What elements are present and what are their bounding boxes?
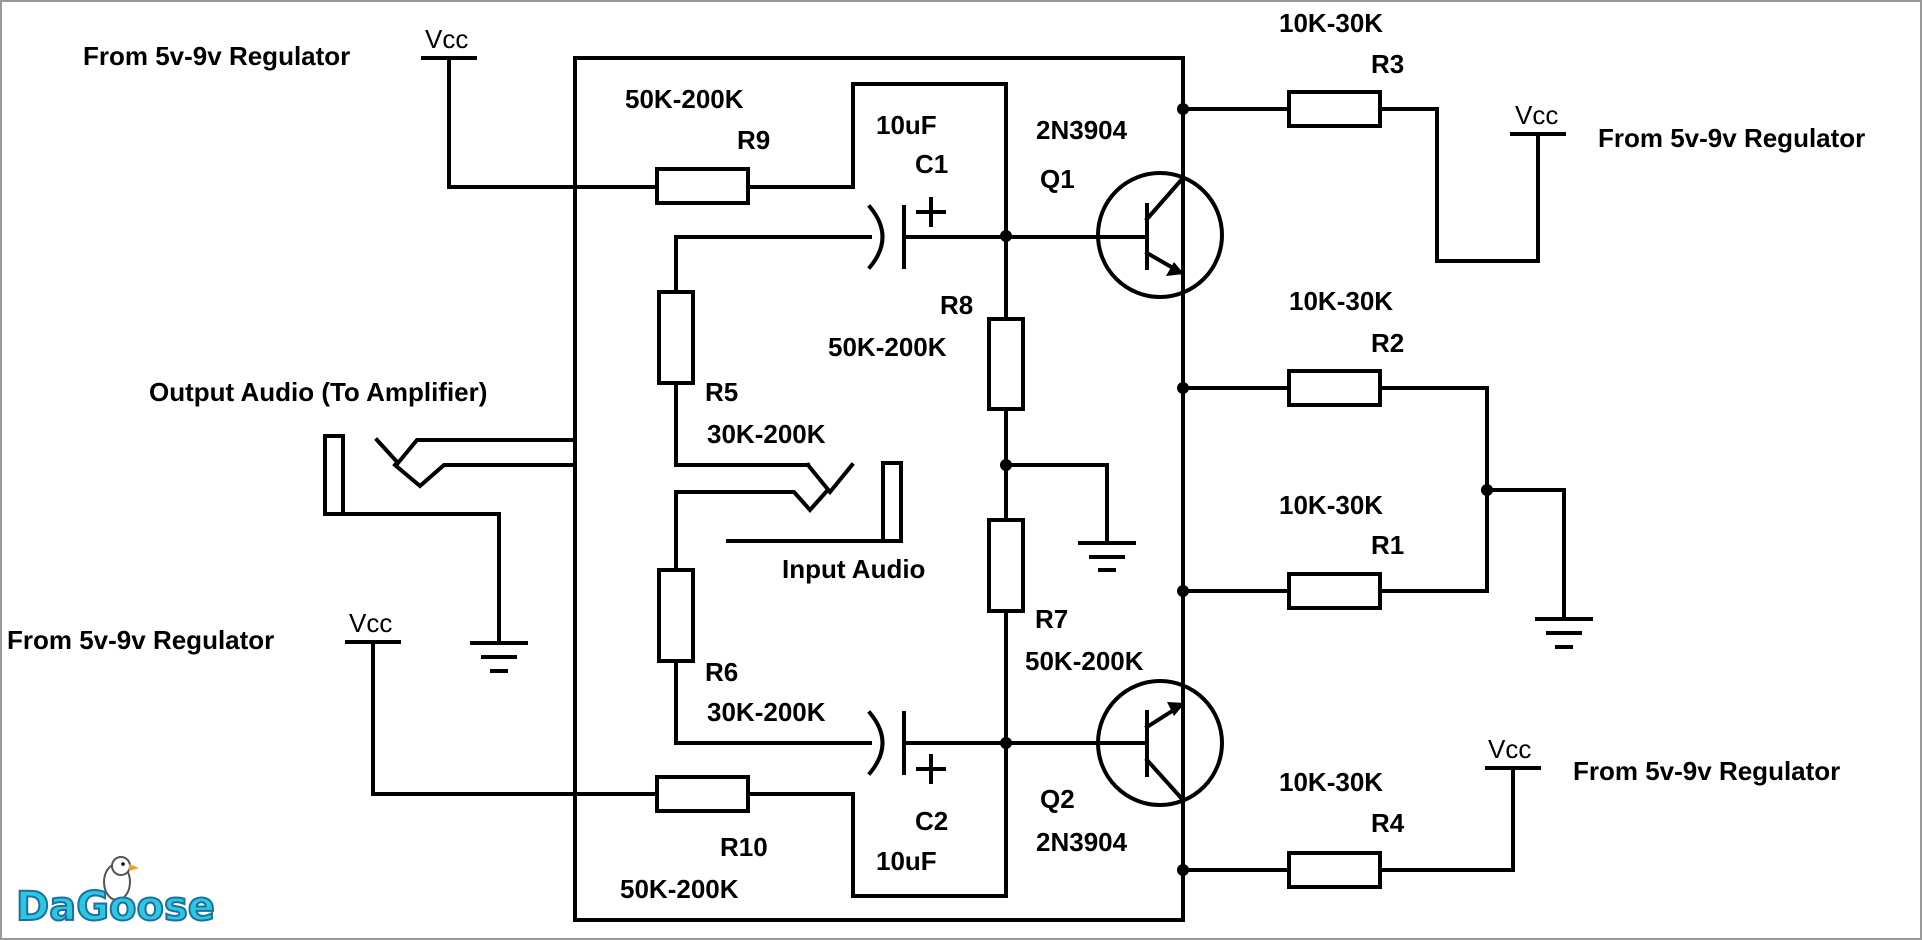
ground-symbol-center (1078, 541, 1136, 572)
output-audio-label: Output Audio (To Amplifier) (149, 377, 487, 407)
regulator-label-bottom-right: From 5v-9v Regulator (1573, 756, 1840, 786)
junction-q1-base (1000, 230, 1012, 242)
transistor-q2 (1095, 679, 1224, 807)
vcc-label-bottom-left: Vcc (349, 608, 392, 638)
r1-value: 10K-30K (1279, 490, 1383, 520)
r2-wire (1378, 386, 1489, 593)
c1-value: 10uF (876, 110, 937, 140)
r8-name: R8 (940, 290, 973, 320)
r3-wire (1378, 107, 1540, 263)
junction-r1-r2-ground (1481, 484, 1493, 496)
r4-value: 10K-30K (1279, 767, 1383, 797)
capacitor-c1-curved-plate (867, 204, 885, 270)
r8-value: 50K-200K (828, 332, 947, 362)
vcc-top-left (421, 56, 659, 189)
junction-r7-r8 (1000, 459, 1012, 471)
ground-symbol-left (470, 641, 528, 673)
input-audio-jack (674, 461, 903, 543)
q1-value: 2N3904 (1036, 115, 1128, 145)
junction-r2 (1177, 382, 1189, 394)
resistor-r6 (657, 568, 695, 663)
dagoose-logo: DaGoose (15, 856, 216, 931)
c2-name: C2 (915, 806, 948, 836)
r5-bottom-wire (674, 381, 810, 467)
r9-value: 50K-200K (625, 84, 744, 114)
output-audio-jack (323, 434, 577, 645)
q1-name: Q1 (1040, 164, 1075, 194)
vcc-bottom-left (345, 640, 659, 796)
resistor-r5 (657, 290, 695, 385)
r5-value: 30K-200K (707, 419, 826, 449)
r3-value: 10K-30K (1279, 8, 1383, 38)
goose-icon (103, 856, 139, 901)
c1-name: C1 (915, 149, 948, 179)
regulator-label-top-left: From 5v-9v Regulator (83, 41, 350, 71)
vcc-label-top-right: Vcc (1515, 100, 1558, 130)
input-audio-label: Input Audio (782, 554, 925, 584)
r6-value: 30K-200K (707, 697, 826, 727)
regulator-label-top-right: From 5v-9v Regulator (1598, 123, 1865, 153)
mid-ground-wire (1004, 463, 1109, 545)
ground-symbol-right (1535, 617, 1593, 649)
vcc-label-top-left: Vcc (425, 24, 468, 54)
resistor-r7 (987, 518, 1025, 613)
junction-r1 (1177, 585, 1189, 597)
r7-value: 50K-200K (1025, 646, 1144, 676)
q2-name: Q2 (1040, 784, 1075, 814)
right-ground-wire (1485, 488, 1566, 621)
r2-name: R2 (1371, 328, 1404, 358)
r3-name: R3 (1371, 49, 1404, 79)
r10-wire (746, 792, 1008, 898)
c2-value: 10uF (876, 846, 937, 876)
transistor-q1 (1095, 171, 1224, 299)
r9-name: R9 (737, 125, 770, 155)
r4-wire (1378, 766, 1515, 872)
resistor-r3 (1287, 90, 1382, 128)
resistor-r2 (1287, 369, 1382, 407)
r9-wire (746, 82, 1008, 237)
resistor-r4 (1287, 851, 1382, 889)
r6-bottom-wire (674, 659, 872, 745)
logo-text: DaGoose (16, 884, 215, 930)
capacitor-c2-curved-plate (867, 710, 885, 776)
r6-name: R6 (705, 657, 738, 687)
vcc-label-bottom-right: Vcc (1488, 734, 1531, 764)
resistor-r8 (987, 317, 1025, 411)
resistor-r10 (655, 775, 750, 813)
junction-r4 (1177, 864, 1189, 876)
junction-r3 (1177, 103, 1189, 115)
r2-value: 10K-30K (1289, 286, 1393, 316)
r1-name: R1 (1371, 530, 1404, 560)
resistor-r1 (1287, 572, 1382, 610)
r7-name: R7 (1035, 604, 1068, 634)
q2-value: 2N3904 (1036, 827, 1128, 857)
r10-name: R10 (720, 832, 768, 862)
regulator-label-bottom-left: From 5v-9v Regulator (7, 625, 274, 655)
resistor-r9 (655, 167, 750, 205)
r10-value: 50K-200K (620, 874, 739, 904)
r5-name: R5 (705, 377, 738, 407)
r4-name: R4 (1371, 808, 1405, 838)
